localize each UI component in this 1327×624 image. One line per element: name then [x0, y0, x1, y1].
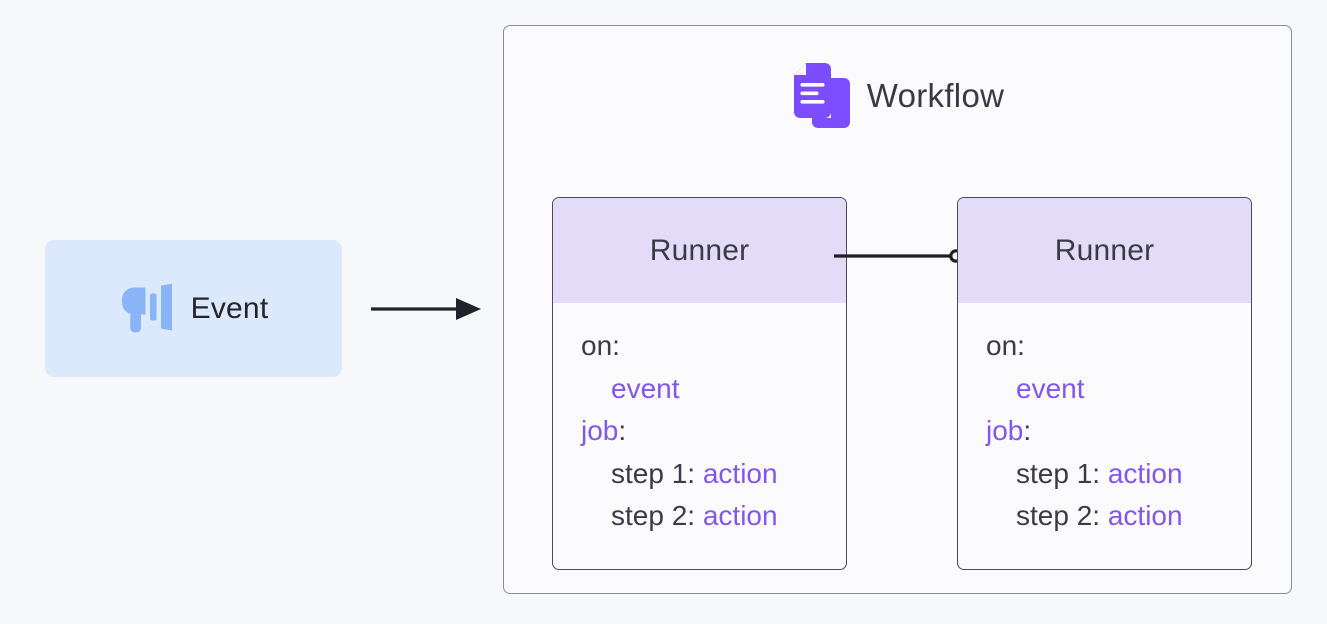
- runner-title-2: Runner: [1054, 233, 1155, 267]
- runner-node-1[interactable]: Runner on: event job: step 1: action ste…: [552, 197, 847, 570]
- event-node[interactable]: Event: [45, 240, 342, 377]
- runner-1-line-step1: step 1: action: [611, 457, 778, 489]
- runner-header-2: Runner: [958, 198, 1251, 303]
- runner-2-line-on: on:: [986, 330, 1025, 361]
- megaphone-icon: [121, 283, 172, 332]
- runner-1-line-event: event: [611, 372, 680, 404]
- runner-1-line-step2: step 2: action: [611, 500, 778, 532]
- runner-header-1: Runner: [553, 198, 846, 303]
- workflow-container[interactable]: Workflow Runner on: event job: step 1: a…: [503, 25, 1292, 594]
- event-to-workflow-arrow: [371, 298, 481, 320]
- runner-body-2: on: event job: step 1: action step 2: ac…: [958, 303, 1251, 538]
- documents-icon: [793, 63, 850, 128]
- workflow-header: Workflow: [504, 60, 1291, 132]
- runner-2-line-job: job:: [986, 415, 1032, 447]
- runner-1-line-on: on:: [581, 330, 620, 361]
- runner-node-2[interactable]: Runner on: event job: step 1: action ste…: [957, 197, 1252, 570]
- event-label: Event: [190, 291, 269, 325]
- runner-body-1: on: event job: step 1: action step 2: ac…: [553, 303, 846, 538]
- runner-1-line-job: job:: [581, 415, 627, 447]
- runner-title-1: Runner: [649, 233, 750, 267]
- workflow-label: Workflow: [866, 77, 1005, 114]
- runner-2-line-step2: step 2: action: [1016, 500, 1183, 532]
- runner-to-runner-connector: [834, 249, 963, 263]
- runner-2-line-step1: step 1: action: [1016, 457, 1183, 489]
- runner-2-line-event: event: [1016, 372, 1085, 404]
